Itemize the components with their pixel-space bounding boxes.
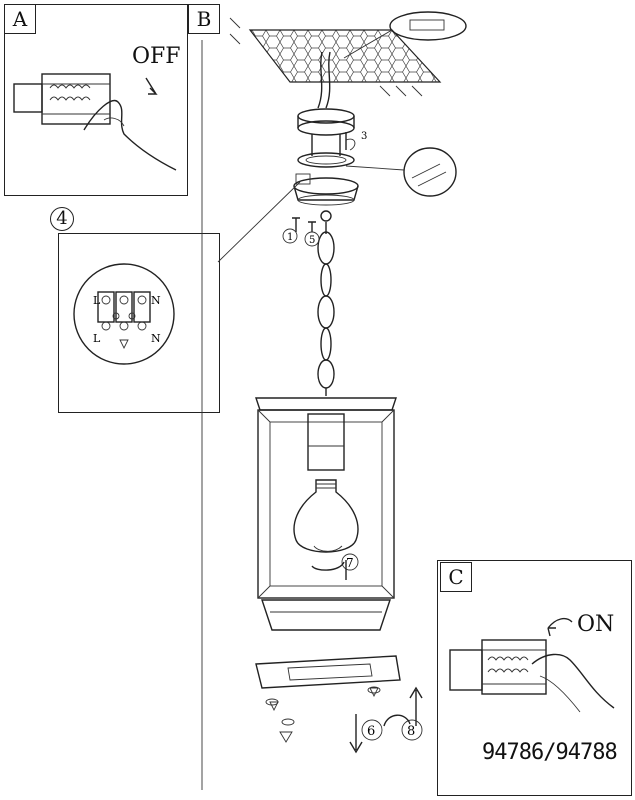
wiring-detail-frame [58, 233, 220, 413]
panel-a-tag: A [4, 4, 36, 34]
panel-c-terminal-illustration [449, 617, 615, 713]
panel-c-on-label: ON [577, 612, 615, 637]
step-5-label: 5 [309, 235, 315, 246]
terminal-label-bottom-right: N [151, 332, 161, 345]
panel-b-tag: B [188, 4, 220, 34]
step-6-label: 6 [367, 724, 375, 739]
terminal-label-top-left: L [93, 294, 101, 307]
step-3-label: 3 [361, 131, 367, 142]
terminal-label-top-right: N [151, 294, 161, 307]
panel-a [4, 4, 188, 196]
lantern-body [255, 397, 397, 631]
model-numbers: 94786/94788 [482, 740, 618, 765]
panel-b-ceiling-mounting [201, 11, 467, 790]
step-1-label: 1 [287, 232, 293, 243]
step-markers [282, 132, 423, 754]
panel-c-tag: C [440, 562, 472, 592]
panel-c [437, 560, 632, 796]
lantern-base-plate [255, 655, 401, 743]
panel-a-terminal-illustration [13, 73, 177, 171]
wiring-step-number: 4 [50, 207, 74, 231]
step-7-label: 7 [346, 556, 354, 570]
terminal-label-bottom-left: L [93, 332, 101, 345]
wiring-detail-illustration [73, 263, 175, 365]
panel-a-off-label: OFF [132, 44, 181, 69]
step-8-label: 8 [407, 724, 415, 739]
